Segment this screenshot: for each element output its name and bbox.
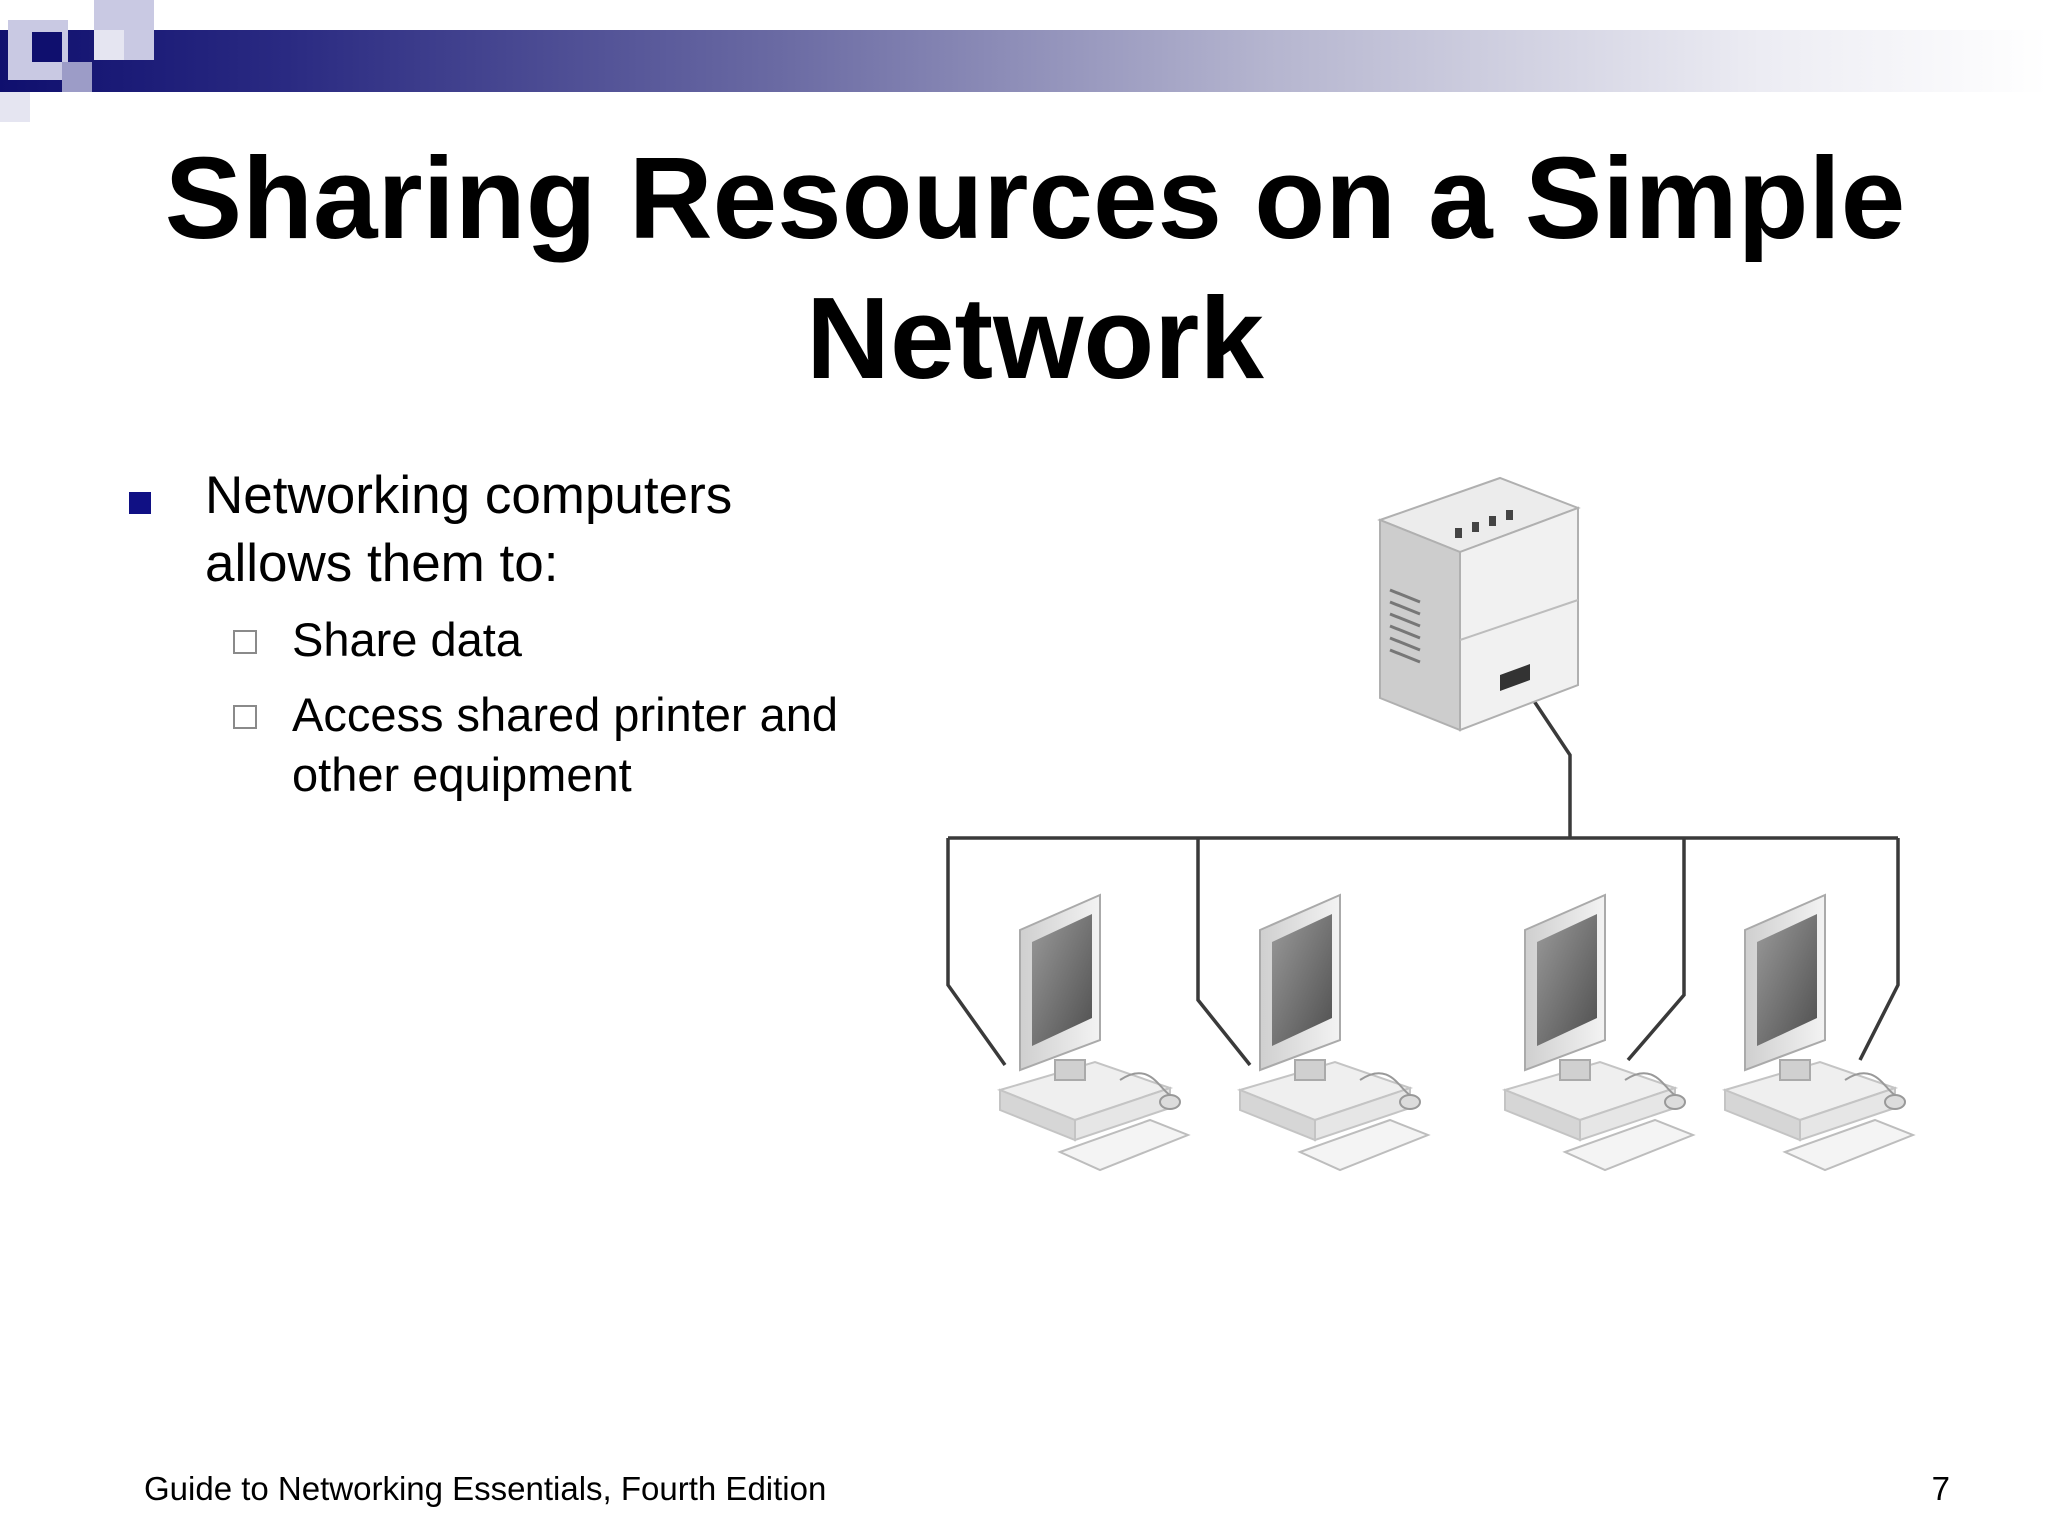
sub-bullet-list: Share data Access shared printer and oth… xyxy=(125,610,885,805)
network-diagram xyxy=(946,476,1916,1172)
decor-square xyxy=(0,92,30,122)
bullet-list: Networking computers allows them to: Sha… xyxy=(125,462,885,820)
header-gradient-band xyxy=(0,30,2048,92)
hollow-square-bullet-icon xyxy=(233,630,257,654)
slide-title: Sharing Resources on a Simple Network xyxy=(164,133,1906,403)
computer-icon xyxy=(1501,893,1696,1172)
decor-square xyxy=(94,30,124,60)
printer-icon xyxy=(1377,476,1581,732)
computer-1-cable xyxy=(946,838,1007,1067)
sub-bullet-item: Share data xyxy=(125,610,885,670)
sub-bullet-text: Access shared printer and other equipmen… xyxy=(292,688,839,801)
sub-bullet-text: Share data xyxy=(292,613,522,666)
computer-icon xyxy=(996,893,1191,1172)
computer-icon xyxy=(1236,893,1431,1172)
decor-square xyxy=(62,62,92,92)
network-cables xyxy=(946,694,1900,1067)
footer-text: Guide to Networking Essentials, Fourth E… xyxy=(144,1470,827,1507)
hollow-square-bullet-icon xyxy=(233,705,257,729)
square-bullet-icon xyxy=(129,492,151,514)
computer-4-cable xyxy=(1858,838,1900,1061)
page-number: 7 xyxy=(1931,1470,1950,1507)
bullet-item: Networking computers allows them to: xyxy=(125,462,885,598)
computer-3-cable xyxy=(1626,838,1686,1062)
bullet-text: Networking computers allows them to: xyxy=(205,466,733,593)
computer-icon xyxy=(1721,893,1916,1172)
printer-cable xyxy=(1528,694,1572,838)
computer-2-cable xyxy=(1196,838,1252,1067)
decor-square xyxy=(32,32,62,62)
sub-bullet-item: Access shared printer and other equipmen… xyxy=(125,685,885,805)
